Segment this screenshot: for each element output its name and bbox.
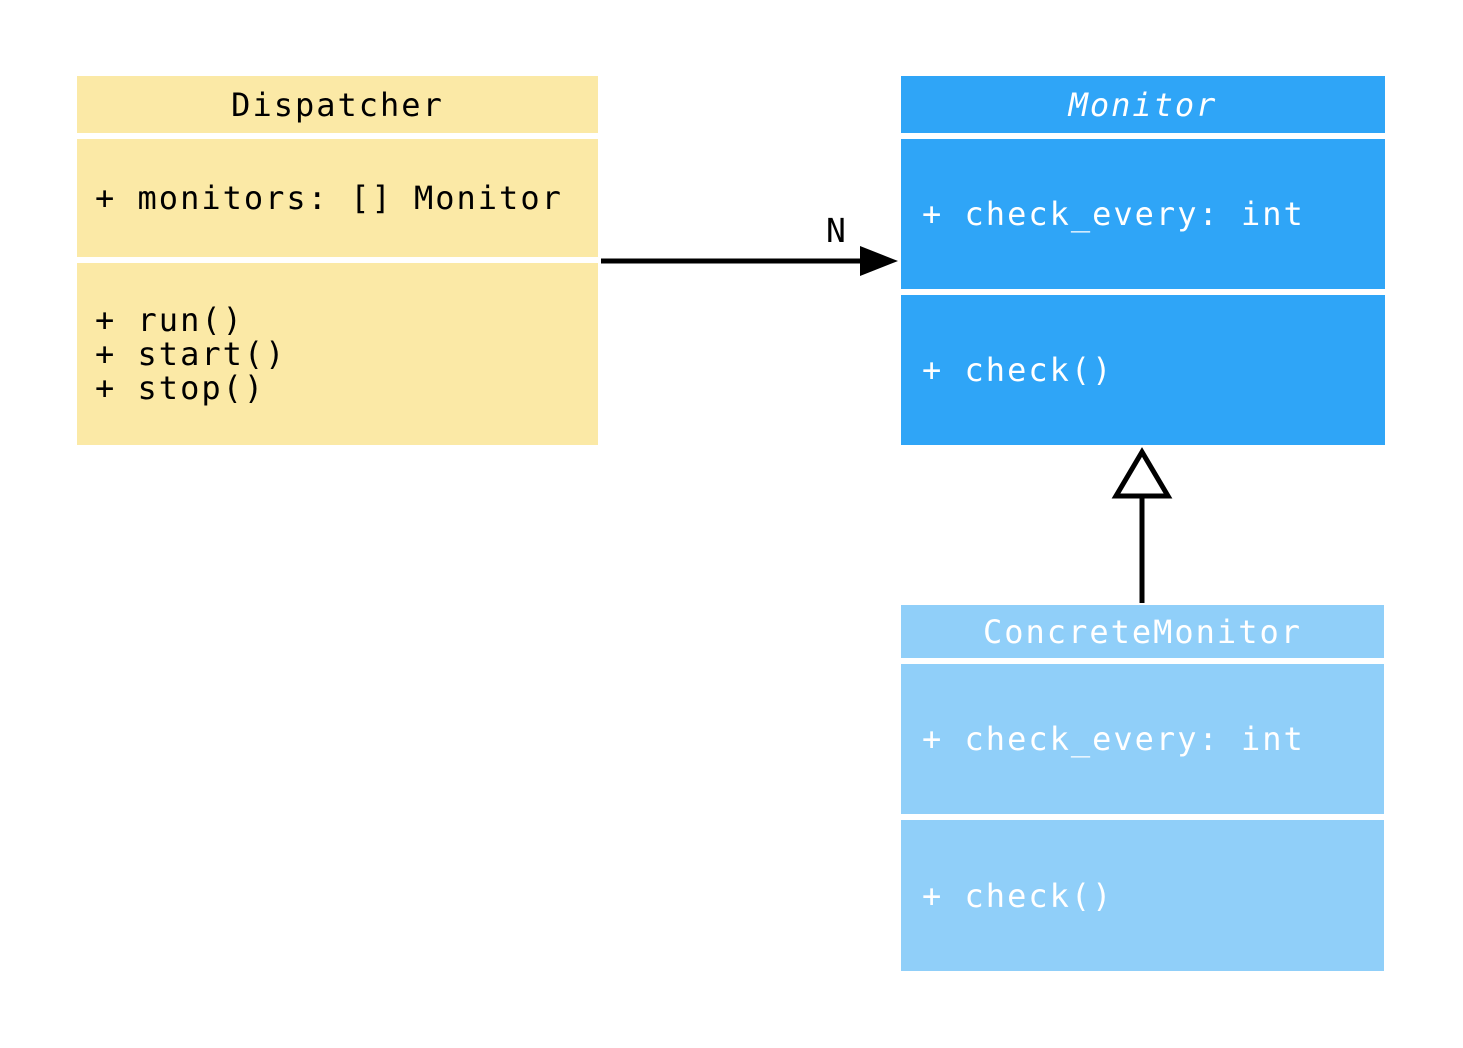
attribute-item: + check_every: int <box>922 720 1305 758</box>
method-item: + check() <box>922 876 1114 915</box>
class-methods-concrete-monitor: + check() <box>901 820 1384 971</box>
class-title-dispatcher: Dispatcher <box>77 76 598 133</box>
class-attributes-dispatcher: + monitors: [] Monitor <box>77 139 598 257</box>
inheritance-arrow <box>1111 447 1173 603</box>
hollow-triangle-icon <box>1111 447 1173 499</box>
class-box-dispatcher: Dispatcher + monitors: [] Monitor + run(… <box>77 76 598 445</box>
class-attributes-monitor: + check_every: int <box>901 139 1385 289</box>
class-box-concrete-monitor: ConcreteMonitor + check_every: int + che… <box>901 605 1384 971</box>
association-arrow <box>601 246 898 276</box>
class-attributes-concrete-monitor: + check_every: int <box>901 664 1384 814</box>
class-title-monitor: Monitor <box>901 76 1385 133</box>
class-box-monitor: Monitor + check_every: int + check() <box>901 76 1385 445</box>
class-methods-monitor: + check() <box>901 295 1385 445</box>
method-item: + check() <box>922 351 1114 389</box>
method-item: + stop() <box>95 369 266 407</box>
method-item: + start() <box>95 335 287 373</box>
attribute-item: + monitors: [] Monitor <box>95 179 563 217</box>
multiplicity-label: N <box>826 211 846 250</box>
method-item: + run() <box>95 301 244 339</box>
filled-arrowhead-icon <box>860 246 898 276</box>
class-methods-dispatcher: + run() + start() + stop() <box>77 263 598 445</box>
attribute-item: + check_every: int <box>922 195 1305 233</box>
class-title-concrete-monitor: ConcreteMonitor <box>901 605 1384 658</box>
